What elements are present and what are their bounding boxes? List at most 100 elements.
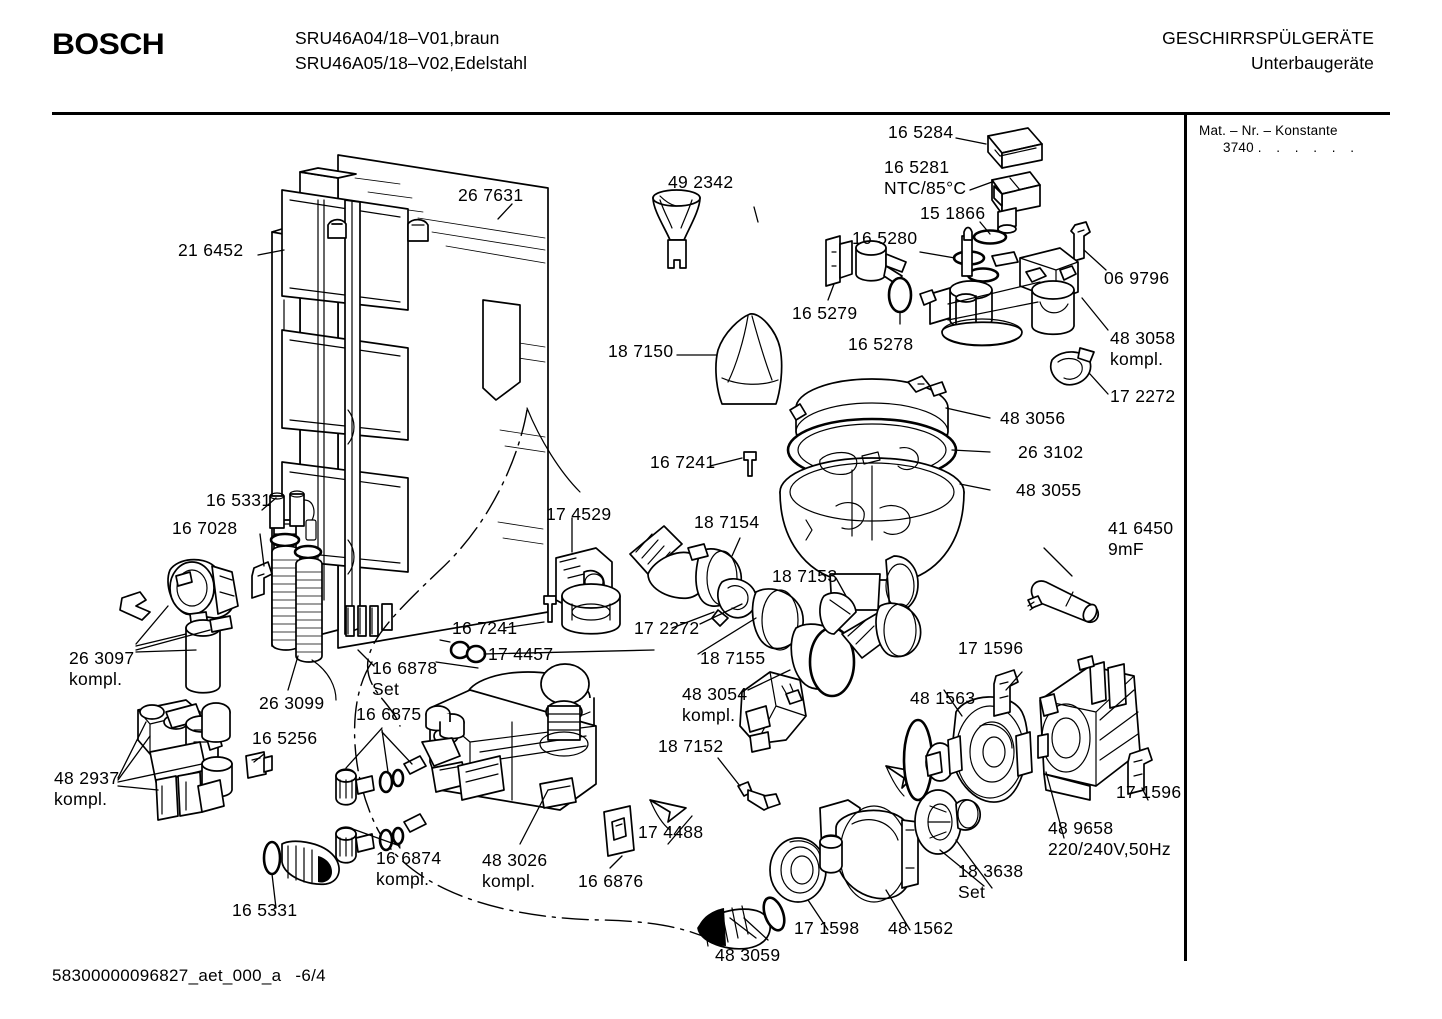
callout-16-6875: 16 6875: [356, 704, 422, 724]
category-line-1: GESCHIRRSPÜLGERÄTE: [1162, 28, 1374, 48]
page-number: -6/4: [295, 966, 326, 985]
part-16-5280-oring-a: [952, 250, 986, 266]
part-17-4488-arrow-marker-b: [885, 765, 919, 797]
legend-dots: . . . . . .: [1257, 140, 1360, 155]
callout-26-7631: 26 7631: [458, 185, 524, 205]
callout-21-6452: 21 6452: [178, 240, 244, 260]
callout-16-5331-upper: 16 5331: [206, 490, 272, 510]
part-16-5331-pipes: [269, 490, 315, 529]
part-48-1562-pump-chamber: [819, 799, 919, 903]
part-48-2937-valve-block: [137, 699, 233, 821]
part-16-5331-hose-lower: [262, 840, 340, 886]
part-17-1596-clip-upper: [993, 669, 1019, 717]
model-designation: SRU46A04/18–V01,braun SRU46A05/18–V02,Ed…: [295, 26, 527, 76]
part-48-3058-valve-block: [919, 226, 1079, 347]
part-48-3026-tank: [421, 663, 597, 811]
frame-vertical-divider: [1184, 112, 1187, 961]
legend-value: 3740: [1223, 140, 1254, 155]
callout-48-1563: 48 1563: [910, 688, 976, 708]
part-18-7152-clip: [737, 781, 781, 811]
callout-17-2272-upper: 17 2272: [1110, 386, 1176, 406]
part-16-7028-clip: [251, 561, 273, 599]
callout-16-7241-lower: 16 7241: [452, 618, 518, 638]
part-26-3099-bellows: [269, 519, 337, 701]
callout-48-3059: 48 3059: [715, 945, 781, 965]
part-41-6450-capacitor: [1027, 580, 1100, 623]
callout-16-7028: 16 7028: [172, 518, 238, 538]
legend-value-row: 3740 . . . . . .: [1199, 139, 1360, 156]
callout-17-1598: 17 1598: [794, 918, 860, 938]
part-17-2272-clamp-mid: [711, 577, 757, 627]
part-18-7154-hose: [629, 525, 743, 607]
callout-49-2342: 49 2342: [668, 172, 734, 192]
bosch-logo: BOSCH: [52, 28, 165, 61]
part-26-3097-motor: [119, 558, 239, 694]
callout-48-3055: 48 3055: [1016, 480, 1082, 500]
drawing-number: 58300000096827_aet_000_a: [52, 966, 282, 985]
callout-17-4457: 17 4457: [488, 644, 554, 664]
callout-26-3099: 26 3099: [259, 693, 325, 713]
part-16-6875-connector: [335, 755, 427, 806]
callout-16-7241-upper: 16 7241: [650, 452, 716, 472]
callout-16-5278: 16 5278: [848, 334, 914, 354]
part-48-3054-pump-housing: [739, 671, 807, 753]
callout-16-5284: 16 5284: [888, 122, 954, 142]
callout-18-7152: 18 7152: [658, 736, 724, 756]
model-line-2: SRU46A05/18–V02,Edelstahl: [295, 53, 528, 73]
part-17-1598-seal: [769, 837, 827, 903]
part-16-5284-cover: [987, 127, 1043, 169]
callout-48-1562: 48 1562: [888, 918, 954, 938]
part-16-7241-screw-lower: [543, 595, 557, 623]
part-18-7150-air-duct: [715, 313, 783, 405]
part-16-5278-oring: [887, 276, 913, 314]
part-49-2342-funnel: [652, 189, 701, 269]
callout-17-4488: 17 4488: [638, 822, 704, 842]
callout-18-7155: 18 7155: [700, 648, 766, 668]
callout-17-2272-mid: 17 2272: [634, 618, 700, 638]
callout-17-1596-upper: 17 1596: [958, 638, 1024, 658]
callout-06-9796: 06 9796: [1104, 268, 1170, 288]
part-18-3638-impeller: [902, 718, 981, 855]
part-16-7241-screw-upper: [743, 451, 757, 477]
callout-17-1596-lower: 17 1596: [1116, 782, 1182, 802]
callout-18-7150: 18 7150: [608, 341, 674, 361]
callout-16-5280: 16 5280: [852, 228, 918, 248]
leader-lines: [117, 137, 1149, 941]
part-06-9796-clip: [1070, 221, 1091, 262]
part-48-9658-motor: [1037, 655, 1141, 801]
part-18-7153-hose: [819, 592, 857, 635]
part-15-1866-oring: [972, 229, 1008, 245]
callout-18-7153: 18 7153: [772, 566, 838, 586]
frame-top-rule: [52, 112, 1390, 115]
callout-16-5331-lower: 16 5331: [232, 900, 298, 920]
callout-18-7154: 18 7154: [694, 512, 760, 532]
part-16-6876-bracket: [603, 805, 635, 857]
part-17-4529-filter-housing: [555, 547, 621, 635]
callout-16-6876: 16 6876: [578, 871, 644, 891]
product-category: GESCHIRRSPÜLGERÄTE Unterbaugeräte: [1162, 26, 1374, 76]
part-16-5280-oring-b: [966, 267, 1000, 283]
footer: 58300000096827_aet_000_a -6/4: [52, 966, 326, 986]
legend-title: Mat. – Nr. – Konstante: [1199, 123, 1338, 138]
model-line-1: SRU46A04/18–V01,braun: [295, 28, 500, 48]
part-17-2272-clamp-upper: [1049, 347, 1095, 386]
part-48-3059-drain-hose: [697, 896, 786, 950]
part-16-5279-bracket: [825, 235, 853, 287]
callout-26-3102: 26 3102: [1018, 442, 1084, 462]
part-16-5281-ntc: [991, 171, 1041, 234]
door-panel-assembly: [271, 154, 549, 649]
part-18-7155-hose: [751, 588, 922, 698]
category-line-2: Unterbaugeräte: [1250, 53, 1374, 73]
material-number-legend: Mat. – Nr. – Konstante 3740 . . . . . .: [1199, 122, 1360, 156]
part-17-4457-washers: [435, 639, 487, 669]
